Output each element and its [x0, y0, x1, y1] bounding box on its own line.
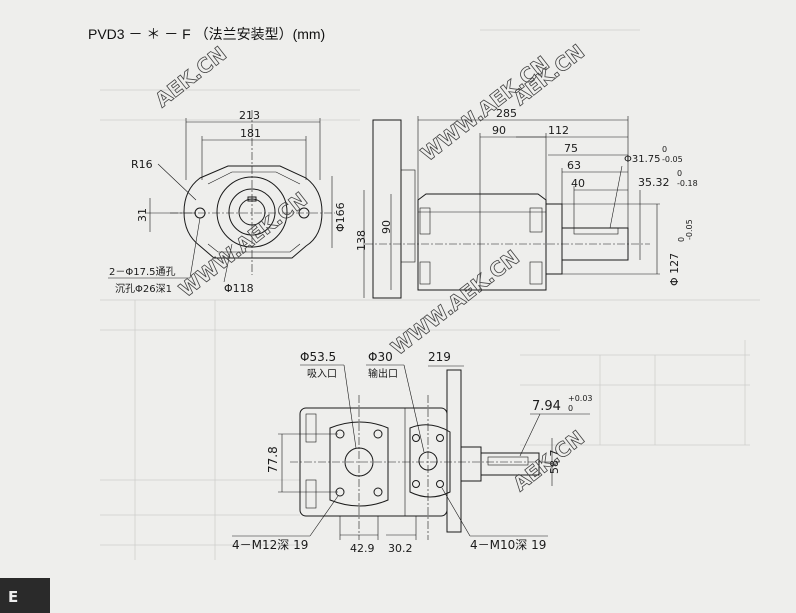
front-flange-outline: [183, 165, 323, 259]
note-counterbore: 沉孔Φ26深1: [115, 282, 172, 295]
side-adapter: [400, 169, 416, 263]
dim-75: 75: [564, 142, 578, 155]
suction-bolt-hole: [373, 429, 383, 439]
outlet-bolt-hole: [412, 480, 420, 488]
dim-key-width-tol-dn: 0: [568, 404, 573, 413]
outlet-bolt-hole: [412, 434, 420, 442]
side-shaft-key: [573, 227, 619, 235]
front-flange-inner-top: [207, 171, 301, 185]
dim-key-width-tol-up: +0.03: [568, 394, 593, 403]
leader-line: [343, 364, 357, 449]
leader-line: [403, 364, 425, 453]
dim-shaft-tol-dn: -0.05: [662, 155, 683, 164]
leader-line: [309, 495, 339, 537]
bottom-view: Φ53.5 吸入口 Φ30 输出口 219 7.94 +0.03 0 77.8 …: [232, 350, 593, 555]
dim-90b: 90: [380, 220, 393, 234]
dim-31: 31: [136, 208, 149, 222]
leader-line: [189, 217, 201, 279]
dim-138: 138: [355, 230, 368, 251]
dim-key-tol-up: 0: [677, 169, 682, 178]
page-title: PVD3 － ＊ － F （法兰安装型）(mm): [88, 26, 325, 42]
side-port-boss: [419, 261, 431, 285]
dim-219: 219: [428, 350, 451, 364]
dim-42-9: 42.9: [350, 542, 375, 555]
bottom-boss: [305, 479, 317, 509]
leader-line: [157, 163, 197, 201]
leader-line: [609, 165, 623, 229]
dim-90a: 90: [492, 124, 506, 137]
label-outlet: 输出口: [368, 367, 398, 380]
dim-58-7: 58.7: [548, 450, 561, 475]
dim-shaft-tol-up: 0: [662, 145, 667, 154]
side-port-boss: [529, 207, 543, 233]
side-view: 285 90 112 75 63 40 Φ31.75 0 -0.05 35.32…: [355, 107, 698, 299]
note-suction-threads: 4－M12深 19: [232, 538, 308, 552]
dim-pilot-tol-dn: -0.05: [685, 219, 694, 240]
label-suction: 吸入口: [307, 369, 337, 380]
section-tab-label: E: [8, 588, 19, 606]
section-tab: E: [0, 578, 50, 613]
front-flange-inner-bottom: [207, 243, 301, 253]
dim-key-height: 35.32: [638, 176, 670, 189]
bottom-shaft-pilot: [460, 446, 482, 482]
dim-112: 112: [548, 124, 569, 137]
dim-outlet-dia: Φ30: [368, 350, 393, 364]
dim-shaft-dia: Φ31.75: [624, 154, 661, 165]
bottom-shaft: [480, 452, 540, 476]
front-view: 213 181 R16 31 Φ166 Φ118 2－Φ17.5通孔 沉孔Φ26…: [108, 109, 347, 295]
dim-40: 40: [571, 177, 585, 190]
dim-pilot-dia: Φ 127: [668, 253, 681, 286]
leader-line: [223, 243, 233, 283]
dim-77-8: 77.8: [266, 446, 280, 473]
suction-bolt-hole: [373, 487, 383, 497]
outlet-bolt-hole: [436, 480, 444, 488]
bottom-boss: [305, 413, 317, 443]
dim-phi-166: Φ166: [334, 202, 347, 232]
suction-port-pad: [329, 421, 389, 507]
side-pilot: [545, 203, 563, 275]
watermark-www-3: WWW.AEK.CN: [386, 245, 524, 360]
side-flange-plate: [372, 119, 402, 299]
watermark-aek-3: AEK.CN: [508, 426, 589, 496]
dim-213: 213: [239, 109, 260, 122]
watermark-www-1: WWW.AEK.CN: [416, 51, 554, 166]
bleed-through-background: [100, 29, 760, 560]
side-port-boss: [419, 207, 431, 235]
side-port-boss: [529, 261, 543, 285]
dim-181: 181: [240, 127, 261, 140]
bottom-flange: [446, 369, 462, 533]
dim-pilot-tol-up: 0: [677, 237, 686, 242]
watermarks: AEK.CN WWW.AEK.CN AEK.CN WWW.AEK.CN WWW.…: [150, 39, 589, 496]
dim-suction-dia: Φ53.5: [300, 350, 336, 364]
dim-63: 63: [567, 159, 581, 172]
outlet-bolt-hole: [436, 434, 444, 442]
watermark-aek-1: AEK.CN: [150, 42, 231, 112]
note-through-hole: 2－Φ17.5通孔: [109, 266, 176, 278]
leader-line: [441, 487, 471, 537]
bottom-shaft-key: [487, 456, 529, 466]
dim-key-tol-dn: -0.18: [677, 179, 698, 188]
outlet-port-pad: [409, 424, 451, 498]
dim-key-width: 7.94: [532, 399, 561, 414]
note-outlet-threads: 4－M10深 19: [470, 538, 546, 552]
leader-line: [519, 413, 541, 457]
dim-30-2: 30.2: [388, 542, 413, 555]
front-hub-circle: [228, 188, 276, 236]
dim-phi-118: Φ118: [224, 282, 254, 295]
dim-285: 285: [496, 107, 517, 120]
dim-r16: R16: [131, 158, 153, 171]
